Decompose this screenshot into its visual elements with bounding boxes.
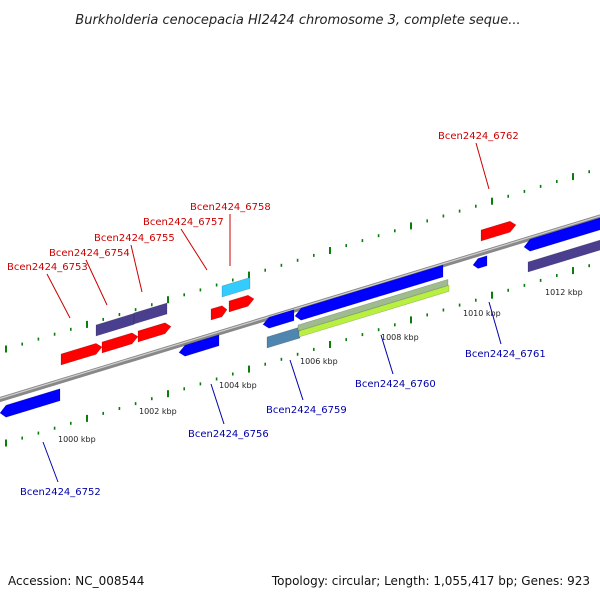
gene-6757-arrow[interactable]	[210, 305, 228, 321]
gene-6758-arrow[interactable]	[228, 294, 255, 313]
scale-label-1004: 1004 kbp	[219, 381, 257, 390]
feature-indigo-3[interactable]	[527, 239, 600, 273]
leader-6757	[180, 228, 208, 271]
gene-6759a-arrow[interactable]	[262, 309, 295, 329]
scale-label-1006: 1006 kbp	[300, 357, 338, 366]
gene-6754-arrow[interactable]	[101, 332, 139, 354]
leader-6754	[85, 259, 108, 306]
gene-6760-arrow[interactable]	[294, 264, 444, 321]
scale-label-1010: 1010 kbp	[463, 309, 501, 318]
leader-6761	[488, 301, 502, 345]
gene-label-6760[interactable]: Bcen2424_6760	[355, 379, 436, 390]
chromosome-backbone	[0, 214, 600, 403]
leader-6760	[380, 334, 394, 375]
gene-6762-arrow[interactable]	[480, 220, 517, 242]
gene-label-6756[interactable]: Bcen2424_6756	[188, 429, 269, 440]
gene-6755-arrow[interactable]	[137, 322, 172, 343]
label-leader-lines	[42, 142, 502, 483]
gene-label-6757[interactable]: Bcen2424_6757	[143, 217, 224, 228]
gene-label-6754[interactable]: Bcen2424_6754	[49, 248, 130, 259]
feature-cyan[interactable]	[221, 277, 251, 298]
gene-label-6761[interactable]: Bcen2424_6761	[465, 349, 546, 360]
tick-tracks	[5, 170, 591, 447]
feature-indigo-1[interactable]	[95, 312, 135, 337]
scale-label-1002: 1002 kbp	[139, 407, 177, 416]
feature-lime[interactable]	[298, 284, 450, 338]
leader-6755	[130, 244, 143, 293]
gene-label-6753[interactable]: Bcen2424_6753	[7, 262, 88, 273]
lower-tick-track	[5, 264, 591, 447]
gene-label-6755[interactable]: Bcen2424_6755	[94, 233, 175, 244]
map-title: Burkholderia cenocepacia HI2424 chromoso…	[75, 13, 520, 28]
topology-text: Topology: circular; Length: 1,055,417 bp…	[271, 574, 590, 588]
scale-label-1012: 1012 kbp	[545, 288, 583, 297]
leader-6752	[42, 441, 59, 483]
gene-label-6762[interactable]: Bcen2424_6762	[438, 131, 519, 142]
plus-strand-labels: Bcen2424_6753 Bcen2424_6754 Bcen2424_675…	[7, 131, 519, 273]
chromosome-backbone-highlight	[0, 215, 600, 400]
leader-6759	[289, 359, 304, 401]
leader-6753	[46, 273, 71, 319]
feature-sage[interactable]	[297, 278, 449, 332]
gene-label-6759[interactable]: Bcen2424_6759	[266, 405, 347, 416]
feature-indigo-2[interactable]	[133, 302, 168, 325]
gene-far-right-arrow[interactable]	[523, 217, 600, 252]
minus-strand-labels: Bcen2424_6752 Bcen2424_6756 Bcen2424_675…	[20, 349, 546, 498]
accession-text: Accession: NC_008544	[8, 574, 145, 588]
gene-6752-arrow[interactable]	[0, 388, 61, 418]
gene-6756-arrow[interactable]	[178, 334, 220, 357]
feature-steel[interactable]	[266, 326, 301, 349]
gene-features	[0, 217, 600, 418]
leader-6756	[210, 383, 225, 425]
scale-label-1008: 1008 kbp	[381, 333, 419, 342]
scale-labels: 1000 kbp 1002 kbp 1004 kbp 1006 kbp 1008…	[58, 288, 583, 444]
upper-tick-track	[5, 170, 591, 353]
leader-6762	[475, 142, 490, 190]
gene-6761-arrow[interactable]	[472, 255, 488, 269]
gene-label-6758[interactable]: Bcen2424_6758	[190, 202, 271, 213]
gene-6753-arrow[interactable]	[60, 343, 103, 366]
gene-label-6752[interactable]: Bcen2424_6752	[20, 487, 101, 498]
scale-label-1000: 1000 kbp	[58, 435, 96, 444]
